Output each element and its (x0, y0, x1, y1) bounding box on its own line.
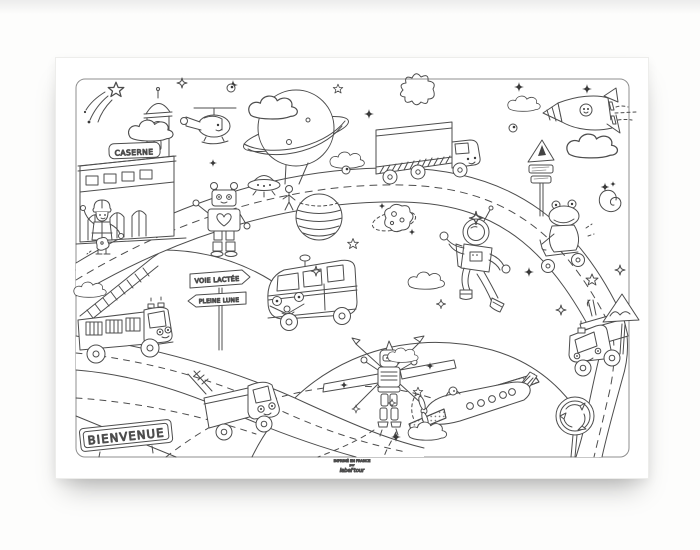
rocket-icon (542, 87, 637, 134)
fire-truck-icon (77, 253, 174, 364)
shooting-star-icon (83, 81, 125, 124)
cargo-truck-icon (375, 121, 481, 185)
fine-print-brand: label'tour (340, 468, 365, 474)
astronaut-icon (439, 205, 511, 313)
welcome-sign-icon: BIENVENUE (78, 419, 174, 458)
ufo-icon (247, 175, 281, 198)
fine-print-line2: par (350, 463, 356, 467)
bump-warning-sign-icon (602, 293, 640, 355)
pickup-truck-icon (187, 370, 280, 441)
monster-scooter-icon (539, 199, 595, 273)
camper-van-icon (267, 254, 358, 331)
striped-planet-icon (295, 193, 343, 241)
coloring-placemat-sheet: CASERNE (55, 57, 649, 479)
spiral-galaxy-icon (598, 180, 622, 213)
tow-truck-icon (568, 299, 629, 377)
fine-print: IMPRIMÉ EN FRANCE par label'tour (333, 458, 372, 475)
helicopter-icon (180, 107, 237, 145)
meteor-icon (86, 237, 110, 255)
sun-icon (399, 73, 435, 106)
space-warning-signpost-icon (527, 139, 555, 217)
signpost-top-label: VOIE LACTÉE (194, 274, 239, 285)
asteroid-icon (371, 202, 417, 236)
fire-station-sign-label: CASERNE (114, 147, 153, 157)
robot-icon (192, 182, 251, 257)
stars-and-sparkles (176, 77, 626, 443)
signpost-bottom-label: PLEINE LUNE (199, 298, 240, 305)
fine-print-line1: IMPRIMÉ EN FRANCE (334, 458, 372, 463)
firefighter-icon (80, 199, 124, 255)
coloring-scene: CASERNE (73, 73, 640, 475)
direction-signpost-icon: VOIE LACTÉE PLEINE LUNE (187, 269, 251, 351)
roundabout-sign-icon (555, 396, 595, 458)
